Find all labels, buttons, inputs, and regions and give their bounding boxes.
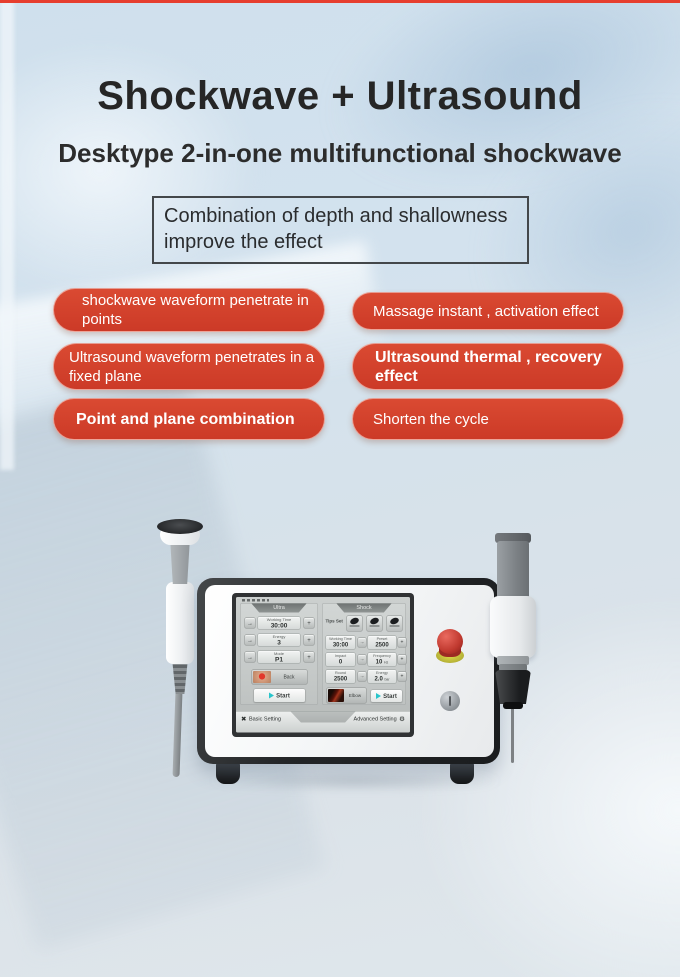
knob-slot [449, 696, 451, 706]
stepper-button[interactable]: → [357, 654, 367, 665]
tools-icon: ✖ [241, 715, 247, 723]
handpiece-grip [495, 670, 531, 704]
stepper-button[interactable]: + [397, 671, 407, 682]
decrease-button[interactable]: → [244, 617, 256, 629]
background-streak [0, 0, 14, 470]
tab-shock[interactable]: Shock [336, 603, 392, 613]
handpiece-ring [497, 656, 529, 665]
tips-set-label: Tips Set [325, 618, 343, 624]
tip-select-button[interactable] [386, 615, 403, 632]
stepper-button[interactable]: → [357, 637, 367, 648]
shockwave-handpiece[interactable] [497, 541, 529, 599]
stepper-button[interactable]: → [357, 671, 367, 682]
handpiece-ring [499, 664, 527, 671]
shock-start-button[interactable]: Start [370, 689, 403, 703]
feature-text: Ultrasound waveform penetrates in a fixe… [69, 348, 315, 385]
round-field: Round 2500 [325, 669, 356, 684]
increase-button[interactable]: + [303, 651, 315, 663]
feature-badge: Massage instant , activation effect [352, 292, 624, 330]
body-part-image [328, 689, 344, 702]
screen-bottom-bar: ✖ Basic Setting Advanced Setting ⚙ [236, 711, 410, 733]
preset-field: Preset 2500 [367, 635, 397, 650]
feature-text: Shorten the cycle [373, 410, 489, 428]
advanced-setting-tab[interactable]: Advanced Setting ⚙ [353, 715, 405, 723]
working-time-field: Working Time 30:00 [257, 616, 301, 630]
ultrasound-probe-cap [157, 519, 203, 534]
play-icon [376, 693, 382, 699]
basic-setting-tab[interactable]: ✖ Basic Setting [241, 715, 282, 723]
play-icon [269, 692, 275, 699]
bottom-bar-trapezoid [290, 711, 356, 723]
shockwave-ultrasound-machine: Ultra → Working Time 30:00 + → Energy 3 … [150, 505, 550, 795]
ultra-start-button[interactable]: Start [253, 688, 306, 703]
top-red-line [0, 0, 680, 3]
shock-panel: Shock Tips Set Working Time 30:00 → Pr [322, 603, 407, 705]
impact-field: Impact 0 [325, 652, 356, 667]
feature-text: shockwave waveform penetrate in points [82, 292, 309, 328]
feature-badge: Ultrasound thermal , recovery effect [352, 343, 624, 390]
feature-text: Point and plane combination [76, 410, 295, 428]
device-foot [450, 762, 474, 784]
stepper-button[interactable]: + [397, 637, 407, 648]
touchscreen[interactable]: Ultra → Working Time 30:00 + → Energy 3 … [236, 597, 410, 733]
probe-cable [172, 690, 183, 778]
increase-button[interactable]: + [303, 634, 315, 646]
device-foot [216, 762, 240, 784]
tip-select-button[interactable] [346, 615, 363, 632]
screen-status-text [242, 599, 269, 602]
body-part-button[interactable]: Back [251, 669, 308, 685]
mode-field: Mode P1 [257, 650, 301, 664]
ultra-panel: Ultra → Working Time 30:00 + → Energy 3 … [240, 603, 318, 705]
feature-text: Massage instant , activation effect [373, 302, 599, 320]
emergency-stop-button[interactable] [437, 629, 463, 654]
energy-field: Energy 3 [257, 633, 301, 647]
increase-button[interactable]: + [303, 617, 315, 629]
tip-select-button[interactable] [366, 615, 383, 632]
body-part-image [253, 671, 271, 683]
decrease-button[interactable]: → [244, 651, 256, 663]
ultrasound-probe-handle[interactable] [166, 582, 194, 664]
feature-badge: Point and plane combination [53, 398, 325, 440]
page-subtitle: Desktype 2-in-one multifunctional shockw… [58, 138, 622, 168]
feature-badge: Ultrasound waveform penetrates in a fixe… [53, 343, 325, 390]
body-part-button[interactable]: Elbow [326, 687, 367, 704]
gear-icon: ⚙ [399, 715, 405, 723]
working-time-field: Working Time 30:00 [325, 635, 356, 650]
tab-ultra[interactable]: Ultra [251, 603, 307, 613]
handpiece-tip [503, 702, 523, 709]
feature-badge: shockwave waveform penetrate in points [53, 288, 325, 332]
page-title: Shockwave + Ultrasound [97, 74, 583, 118]
handpiece-cable [511, 707, 514, 763]
stepper-button[interactable]: + [397, 654, 407, 665]
feature-text: Ultrasound thermal , recovery effect [375, 348, 602, 385]
handpiece-holder [490, 596, 536, 658]
decrease-button[interactable]: → [244, 634, 256, 646]
device-shadow [205, 773, 505, 789]
probe-strain-relief [172, 662, 188, 694]
frequency-field: Frequency 10 Hz [367, 652, 397, 667]
energy-field: Energy 2.0 bar [367, 669, 397, 684]
handpiece-cap [495, 533, 531, 543]
callout-box: Combination of depth and shallowness imp… [152, 196, 529, 264]
ultrasound-probe-neck [170, 544, 190, 584]
feature-badge: Shorten the cycle [352, 398, 624, 440]
